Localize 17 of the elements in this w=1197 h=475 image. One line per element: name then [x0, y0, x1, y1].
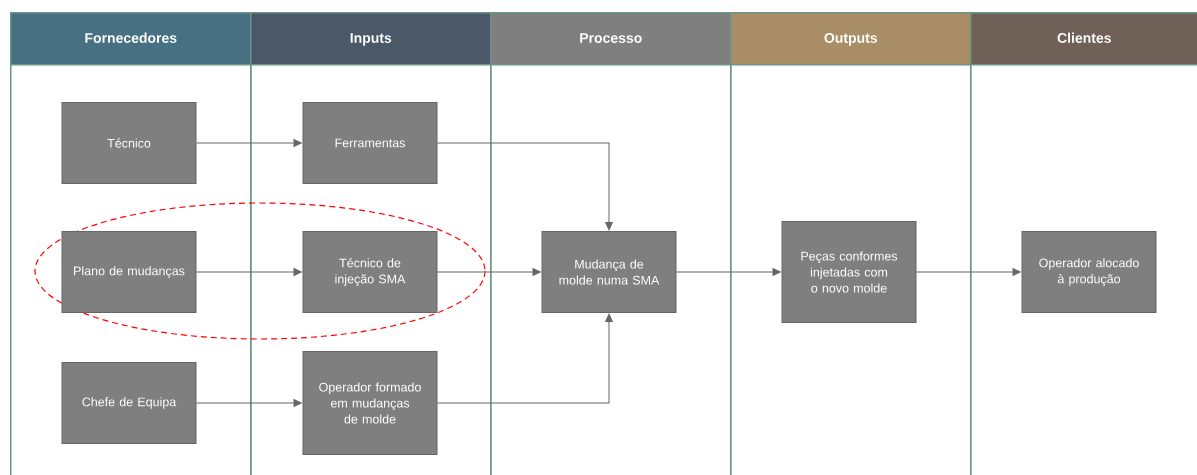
process-box: Técnico [61, 102, 197, 184]
process-box: Ferramentas [302, 102, 438, 184]
process-box: Plano de mudanças [61, 231, 197, 313]
arrow [196, 268, 302, 276]
process-box: Técnico de injeção SMA [302, 231, 438, 313]
process-box: Chefe de Equipa [61, 362, 197, 444]
arrow [437, 268, 541, 276]
arrow [196, 139, 302, 147]
process-box: Mudança de molde numa SMA [541, 231, 677, 313]
arrow [437, 142, 613, 231]
arrow [196, 399, 302, 407]
arrow [916, 268, 1021, 276]
arrow [676, 268, 781, 276]
process-box: Operador formado em mudanças de molde [302, 351, 438, 455]
process-box: Operador alocado à produção [1021, 231, 1157, 313]
process-box: Peças conformes injetadas com o novo molde [781, 221, 917, 323]
arrow [437, 313, 613, 404]
